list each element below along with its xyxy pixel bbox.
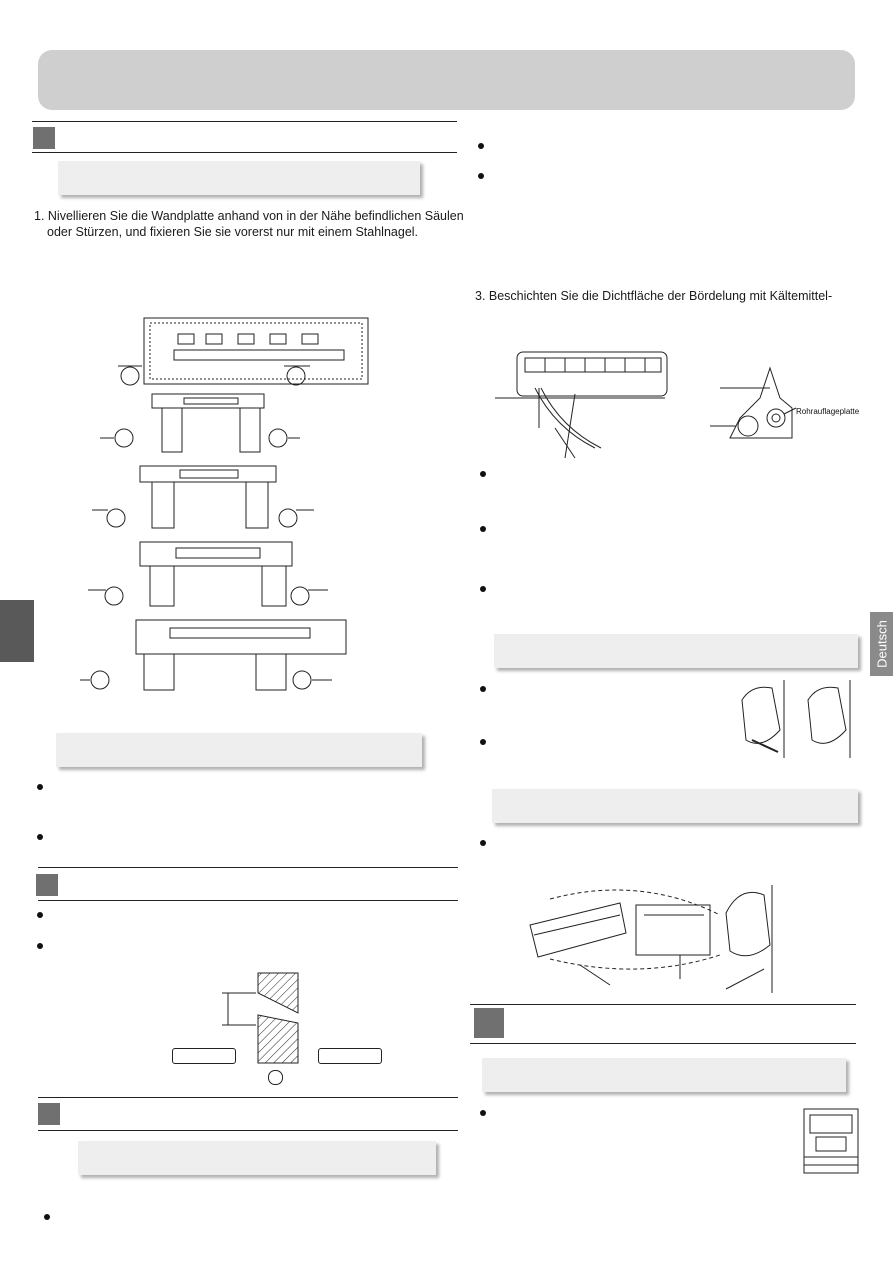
wall-plate-figures — [80, 317, 369, 691]
unit-hook-sketches — [741, 680, 851, 758]
bullet — [480, 586, 486, 592]
wall-plate-figure-2 — [100, 393, 300, 453]
subheading-box — [482, 1058, 846, 1092]
language-tab-label: Deutsch — [874, 620, 889, 668]
bullet — [44, 1214, 50, 1220]
bullet — [480, 686, 486, 692]
bullet — [37, 943, 43, 949]
bullet — [37, 784, 43, 790]
unit-install-figure — [529, 885, 773, 993]
subheading-box — [78, 1141, 436, 1175]
step1-text: 1. Nivellieren Sie die Wandplatte anhand… — [34, 208, 464, 240]
bullet — [478, 173, 484, 179]
unit-detail-figure — [803, 1108, 859, 1174]
wall-hole-diagram — [222, 972, 299, 1064]
section-rule — [38, 867, 458, 868]
bullet — [37, 834, 43, 840]
section-rule — [38, 1097, 458, 1098]
bullet — [480, 739, 486, 745]
wall-plate-figure-5 — [80, 619, 347, 691]
label-pipe-plate: Rohrauflageplatte — [796, 407, 860, 416]
wall-plate-figure-4 — [88, 541, 328, 607]
section-rule — [470, 1004, 856, 1005]
bullet — [478, 143, 484, 149]
label-box-outside — [318, 1048, 382, 1064]
header-banner — [38, 50, 855, 110]
step1-line1: 1. Nivellieren Sie die Wandplatte anhand… — [34, 209, 464, 223]
wall-plate-figure-1 — [118, 317, 369, 386]
section-marker — [36, 874, 58, 896]
bullet — [480, 471, 486, 477]
step1-line2: oder Stürzen, und fixieren Sie sie vorer… — [47, 225, 419, 239]
bullet — [480, 526, 486, 532]
subheading-box — [56, 733, 422, 767]
section-rule — [38, 900, 458, 901]
section-rule — [470, 1043, 856, 1044]
section-rule — [38, 1130, 458, 1131]
section-rule — [32, 121, 457, 122]
subheading-box — [492, 789, 858, 823]
pipe-plate-figure — [710, 366, 797, 439]
circle-marker — [268, 1070, 283, 1085]
label-box-inside — [172, 1048, 236, 1064]
wall-plate-figure-3 — [92, 465, 314, 529]
step3-text: 3. Beschichten Sie die Dichtfläche der B… — [475, 289, 833, 303]
subheading-box — [494, 634, 858, 668]
side-tab-marker — [0, 600, 34, 662]
section-marker — [38, 1103, 60, 1125]
subheading-box — [58, 161, 420, 195]
section-marker — [33, 127, 55, 149]
section-rule — [32, 152, 457, 153]
bullet — [480, 1110, 486, 1116]
bullet — [37, 912, 43, 918]
language-tab: Deutsch — [870, 612, 893, 676]
indoor-unit-piping-figure — [495, 351, 668, 459]
section-marker — [474, 1008, 504, 1038]
bullet — [480, 840, 486, 846]
